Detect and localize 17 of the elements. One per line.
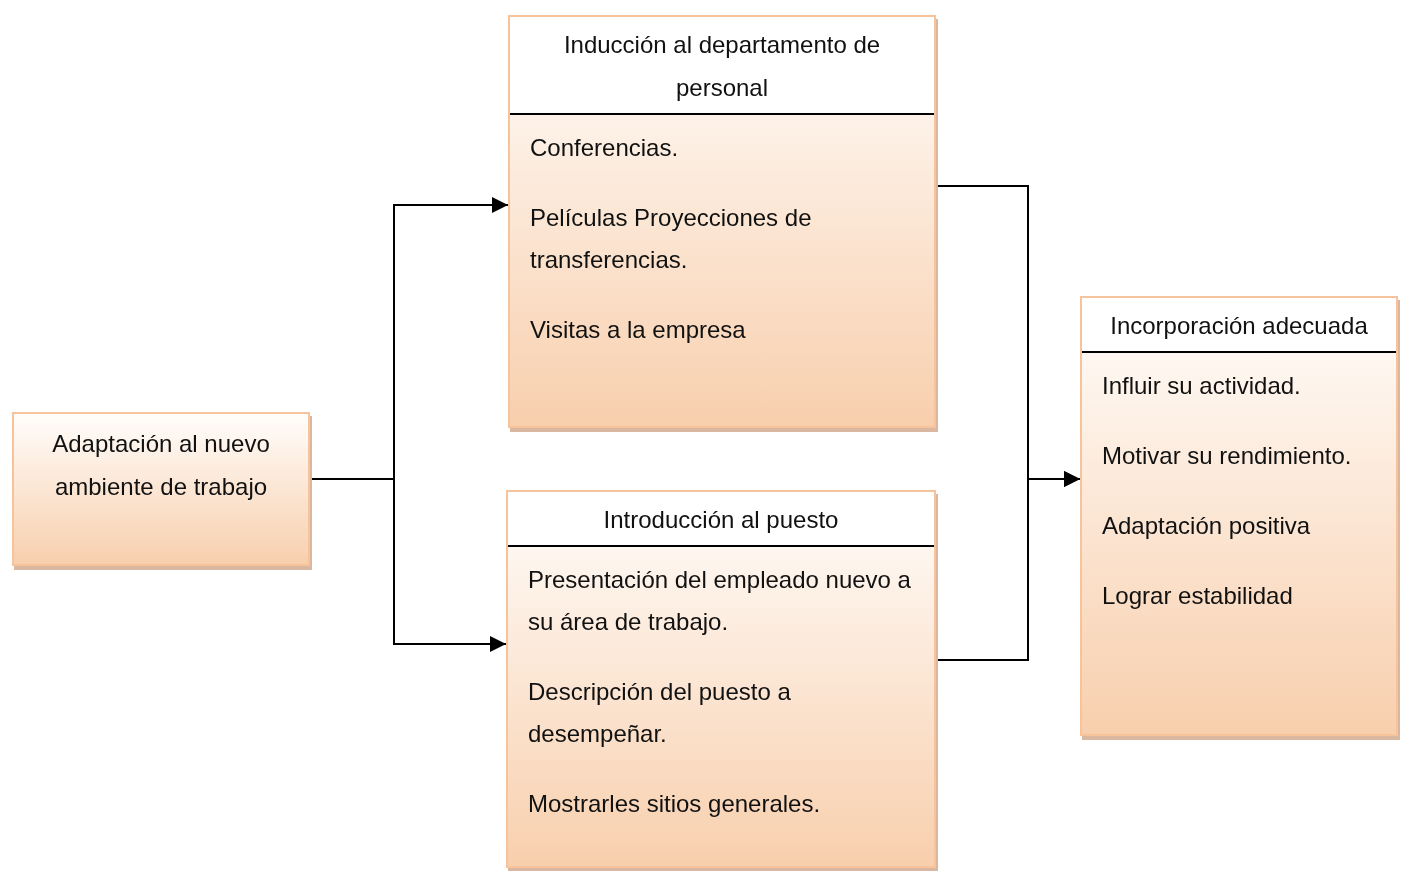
process-box	[506, 490, 936, 868]
box-heading: Adaptación al nuevo ambiente de trabajo	[51, 429, 271, 502]
list-item: Películas Proyecciones de transferencias.	[530, 203, 813, 275]
list-item: Conferencias.	[530, 133, 680, 163]
list-item: Adaptación positiva	[1102, 511, 1312, 541]
connector-arrow	[935, 471, 1081, 661]
list-item: Descripción del puesto a desempeñar.	[528, 677, 792, 749]
list-item: Influir su actividad.	[1102, 371, 1302, 401]
list-item: Lograr estabilidad	[1102, 581, 1294, 611]
list-item: Visitas a la empresa	[530, 315, 747, 345]
box-heading: Incorporación adecuada	[1082, 298, 1396, 353]
list-item: Presentación del empleado nuevo a su área de trabajo.	[528, 565, 912, 637]
connector-arrow	[309, 478, 507, 652]
list-item: Mostrarles sitios generales.	[528, 789, 822, 819]
box-heading: Introducción al puesto	[508, 492, 934, 547]
list-item: Motivar su rendimiento.	[1102, 441, 1353, 471]
box-heading: Inducción al departamento de personal	[510, 17, 934, 115]
